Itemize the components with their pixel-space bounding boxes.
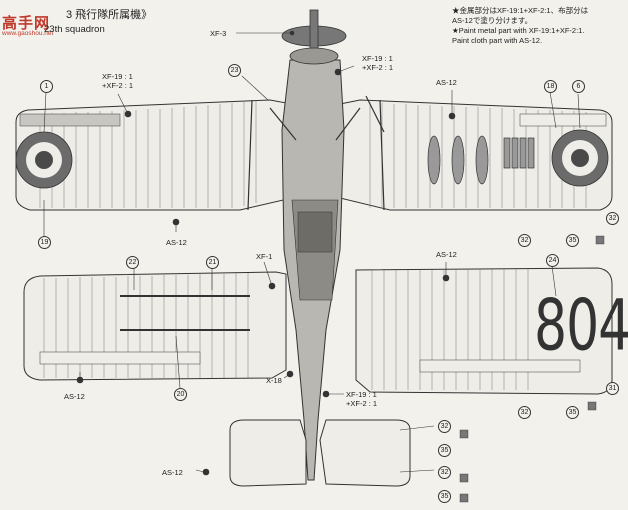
note-line-1: ★金属部分はXF-19:1+XF-2:1、布部分は <box>452 6 589 15</box>
label-xf1: XF-1 <box>256 252 273 261</box>
serial-number: 804 <box>534 286 628 367</box>
label-as12-tail: AS-12 <box>162 468 183 477</box>
flap-right <box>419 359 581 373</box>
struts <box>247 95 385 211</box>
callout-20: 20 <box>174 388 187 401</box>
callout-31: 31 <box>606 382 619 395</box>
decal-markers <box>459 235 605 503</box>
label-mix1-b: +XF-2 : 1 <box>362 63 394 72</box>
callout-19: 19 <box>38 236 51 249</box>
paint-notes: ★金属部分はXF-19:1+XF-2:1、布部分は AS-12で塗り分けます。 … <box>452 6 626 46</box>
callout-32e: 32 <box>438 466 451 479</box>
label-mix3-a: XF-19 : 1 <box>346 390 377 399</box>
aileron-left <box>19 113 121 127</box>
fuselage <box>281 59 345 481</box>
watermark-url: www.gaoshou.net <box>2 30 54 37</box>
label-as12-top: AS-12 <box>436 78 457 87</box>
lower-left-hatches <box>120 295 250 331</box>
label-mix1-a: XF-19 : 1 <box>362 54 393 63</box>
callout-35c: 35 <box>438 444 451 457</box>
aileron-right <box>519 113 607 127</box>
note-line-4: Paint cloth part with AS-12. <box>452 36 543 45</box>
label-as12-mid: AS-12 <box>166 238 187 247</box>
callout-21: 21 <box>206 256 219 269</box>
callout-32b: 32 <box>518 234 531 247</box>
label-mix3-b: +XF-2 : 1 <box>346 399 378 408</box>
callout-32d: 32 <box>438 420 451 433</box>
callout-35a: 35 <box>566 234 579 247</box>
leader-lines <box>43 30 581 476</box>
callout-22: 22 <box>126 256 139 269</box>
label-as12-right: AS-12 <box>436 250 457 259</box>
callout-24: 24 <box>546 254 559 267</box>
note-line-2: AS-12で塗り分けます。 <box>452 16 533 25</box>
label-mix2-a: XF-19 : 1 <box>102 72 133 81</box>
label-as12-low: AS-12 <box>64 392 85 401</box>
callout-18: 18 <box>544 80 557 93</box>
propeller <box>281 9 347 65</box>
callout-6: 6 <box>572 80 585 93</box>
label-xf3: XF-3 <box>210 29 227 38</box>
flap-left <box>39 351 201 365</box>
callout-32a: 32 <box>606 212 619 225</box>
watermark: 高手网 <box>2 15 51 32</box>
callout-32c: 32 <box>518 406 531 419</box>
label-mix2-b: +XF-2 : 1 <box>102 81 134 90</box>
bomb-stores <box>427 135 535 185</box>
page-subtitle: 23th squadron <box>44 24 105 35</box>
callout-1: 1 <box>40 80 53 93</box>
roundel-left <box>15 131 73 189</box>
tailplane <box>229 419 411 487</box>
callout-35b: 35 <box>566 406 579 419</box>
note-line-3: ★Paint metal part with XF-19:1+XF-2:1. <box>452 26 585 35</box>
callout-35d: 35 <box>438 490 451 503</box>
label-x18: X-18 <box>266 376 282 385</box>
page-title: 3 飛行隊所属機》 <box>66 9 153 21</box>
roundel-right <box>551 129 609 187</box>
callout-23: 23 <box>228 64 241 77</box>
